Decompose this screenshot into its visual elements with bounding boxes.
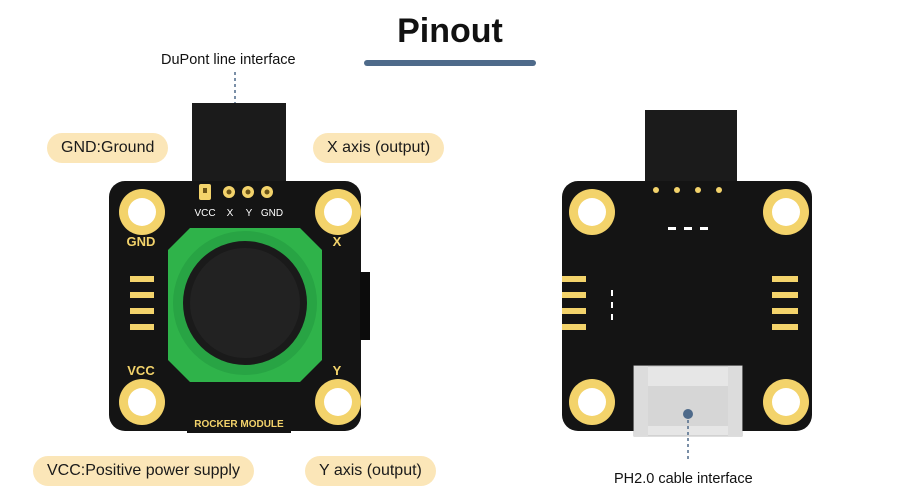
back-mount-hole-tr bbox=[763, 189, 809, 235]
module-name-plate bbox=[187, 413, 291, 433]
back-right-pads bbox=[772, 276, 798, 330]
ph20-leader-dot bbox=[683, 409, 693, 419]
corner-label-y: Y bbox=[333, 363, 342, 378]
title-underline bbox=[364, 60, 536, 66]
front-mount-hole-vcc bbox=[119, 379, 165, 425]
pin-label-gnd: GND bbox=[261, 208, 283, 219]
dupont-interface-label: DuPont line interface bbox=[161, 52, 296, 68]
joystick bbox=[168, 228, 322, 382]
x-axis-callout: X axis (output) bbox=[313, 133, 445, 163]
front-left-pads bbox=[130, 276, 154, 330]
front-board: VCC X Y GND GND X VCC Y ROCKER MODULE bbox=[109, 72, 370, 433]
back-pcb bbox=[562, 181, 812, 431]
module-name-label: ROCKER MODULE bbox=[194, 419, 284, 430]
ph20-connector bbox=[633, 365, 743, 437]
front-mount-hole-x bbox=[315, 189, 361, 235]
pin-label-x: X bbox=[227, 208, 234, 219]
corner-label-vcc: VCC bbox=[127, 363, 155, 378]
vcc-callout: VCC:Positive power supply bbox=[33, 456, 254, 486]
pin-label-vcc: VCC bbox=[194, 208, 215, 219]
back-mount-hole-bl bbox=[569, 379, 615, 425]
page-title: Pinout bbox=[397, 12, 503, 50]
front-side-connector bbox=[360, 272, 370, 340]
front-header-pins bbox=[199, 184, 273, 200]
back-mount-hole-tl bbox=[569, 189, 615, 235]
back-left-pads bbox=[562, 276, 586, 330]
y-axis-callout: Y axis (output) bbox=[305, 456, 436, 486]
back-dupont-connector bbox=[645, 110, 737, 186]
back-mount-hole-br bbox=[763, 379, 809, 425]
corner-label-gnd: GND bbox=[127, 234, 156, 249]
pin-label-y: Y bbox=[246, 208, 253, 219]
gnd-callout: GND:Ground bbox=[47, 133, 169, 163]
back-header-pins bbox=[653, 187, 722, 193]
ph20-interface-label: PH2.0 cable interface bbox=[614, 471, 753, 487]
back-board bbox=[562, 110, 812, 460]
dupont-connector bbox=[192, 103, 286, 183]
corner-label-x: X bbox=[333, 234, 342, 249]
front-mount-hole-y bbox=[315, 379, 361, 425]
front-mount-hole-gnd bbox=[119, 189, 165, 235]
back-smd-marks bbox=[611, 227, 708, 320]
